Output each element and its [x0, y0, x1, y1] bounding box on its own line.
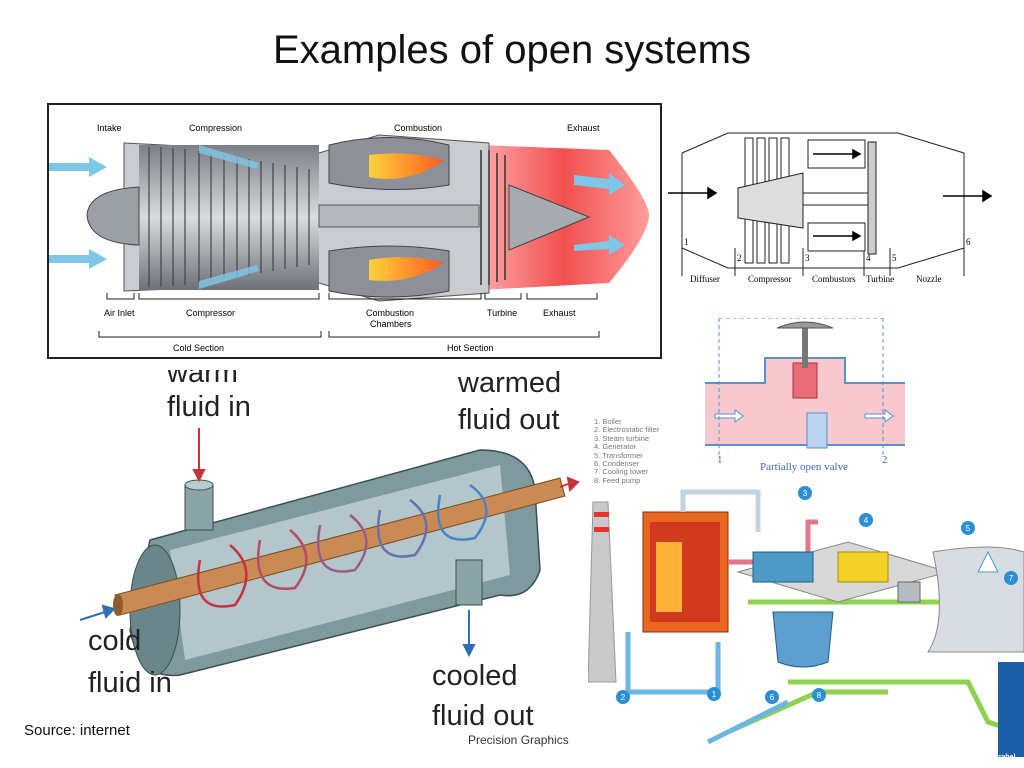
station-2: 2 — [737, 253, 742, 263]
marker-8: 8 — [817, 691, 822, 700]
valve-station-2: 2 — [882, 454, 888, 466]
marker-3: 3 — [803, 489, 808, 498]
marker-2: 2 — [621, 693, 626, 702]
label-turbine: Turbine — [487, 308, 517, 318]
marker-7: 7 — [1009, 574, 1014, 583]
label-hot-section: Hot Section — [447, 343, 494, 353]
station-5: 5 — [892, 253, 897, 263]
warm-in-line-1: warm — [166, 370, 238, 389]
slide-title: Examples of open systems — [273, 28, 751, 72]
label-turbine-schematic: Turbine — [866, 274, 894, 284]
label-exhaust-top: Exhaust — [567, 123, 600, 133]
heat-exchanger-diagram: warm fluid in warmed fluid out cold flui… — [60, 357, 580, 755]
nose-cone — [86, 186, 140, 246]
valve-caption: Partially open valve — [760, 461, 848, 473]
source-note: Source: internet — [24, 722, 130, 739]
legend-item: 3. Steam turbine — [594, 433, 650, 443]
valve-station-1: 1 — [717, 454, 723, 466]
label-compressor: Compressor — [186, 308, 235, 318]
legend-item: 7. Cooling tower — [594, 467, 649, 477]
station-1: 1 — [684, 237, 689, 247]
legend-item: 2. Electrostatic filter — [594, 425, 660, 435]
station-3: 3 — [805, 253, 810, 263]
warmed-out-line-2: fluid out — [458, 404, 560, 436]
legend-item: 6. Condenser — [594, 459, 640, 469]
valve-handwheel — [776, 321, 834, 329]
precision-graphics-credit: Precision Graphics — [468, 733, 569, 747]
station-6: 6 — [966, 237, 971, 247]
label-combustors: Combustors — [812, 274, 856, 284]
label-cold-section: Cold Section — [173, 343, 224, 353]
power-plant-legend: 1. Boiler 2. Electrostatic filter 3. Ste… — [594, 417, 660, 485]
station-4: 4 — [866, 253, 871, 263]
label-chambers: Chambers — [370, 319, 412, 329]
jet-engine-diagram: Intake Compression Combustion Exhaust Ai… — [49, 123, 649, 353]
marker-6: 6 — [770, 693, 775, 702]
cold-in-line-2: fluid in — [88, 667, 172, 699]
compressor-blades — [139, 145, 319, 290]
marker-4: 4 — [864, 516, 869, 525]
valve-diagram: 1 2 Partially open valve — [705, 317, 905, 478]
electrabel-logo: Electrabel — [982, 754, 1016, 761]
legend-item: 4. Generator — [594, 442, 637, 452]
marker-1: 1 — [712, 690, 717, 699]
marker-5: 5 — [966, 524, 971, 533]
airflow-arrows — [49, 145, 625, 289]
warm-in-line-2: fluid in — [167, 391, 251, 423]
legend-item: 8. Feed pump — [594, 475, 641, 485]
exhaust-cone — [508, 184, 591, 251]
label-air-inlet: Air Inlet — [104, 308, 135, 318]
label-compression: Compression — [189, 123, 242, 133]
turbine-blades — [480, 150, 506, 285]
cooled-out-line-1: cooled — [432, 660, 517, 692]
label-exhaust-bottom: Exhaust — [543, 308, 576, 318]
label-nozzle: Nozzle — [916, 274, 941, 284]
turbojet-schematic: 1 2 3 4 5 6 Diffuser Compressor Combusto… — [666, 128, 998, 293]
jet-engine-figure: Intake Compression Combustion Exhaust Ai… — [47, 103, 662, 359]
legend-item: 1. Boiler — [594, 417, 622, 426]
label-diffuser: Diffuser — [690, 274, 720, 284]
label-combustion: Combustion — [394, 123, 442, 133]
cold-in-line-1: cold — [88, 625, 141, 657]
cooled-out-line-2: fluid out — [432, 700, 534, 732]
label-intake: Intake — [97, 123, 122, 133]
label-compressor-schematic: Compressor — [748, 274, 792, 284]
legend-item: 5. Transformer — [594, 450, 643, 460]
power-plant-diagram: 1 2 3 4 5 6 7 8 Electrabel — [587, 482, 1024, 762]
label-combustion-1: Combustion — [366, 308, 414, 318]
warmed-out-line-1: warmed — [457, 370, 561, 399]
combustion-chambers — [328, 137, 450, 298]
